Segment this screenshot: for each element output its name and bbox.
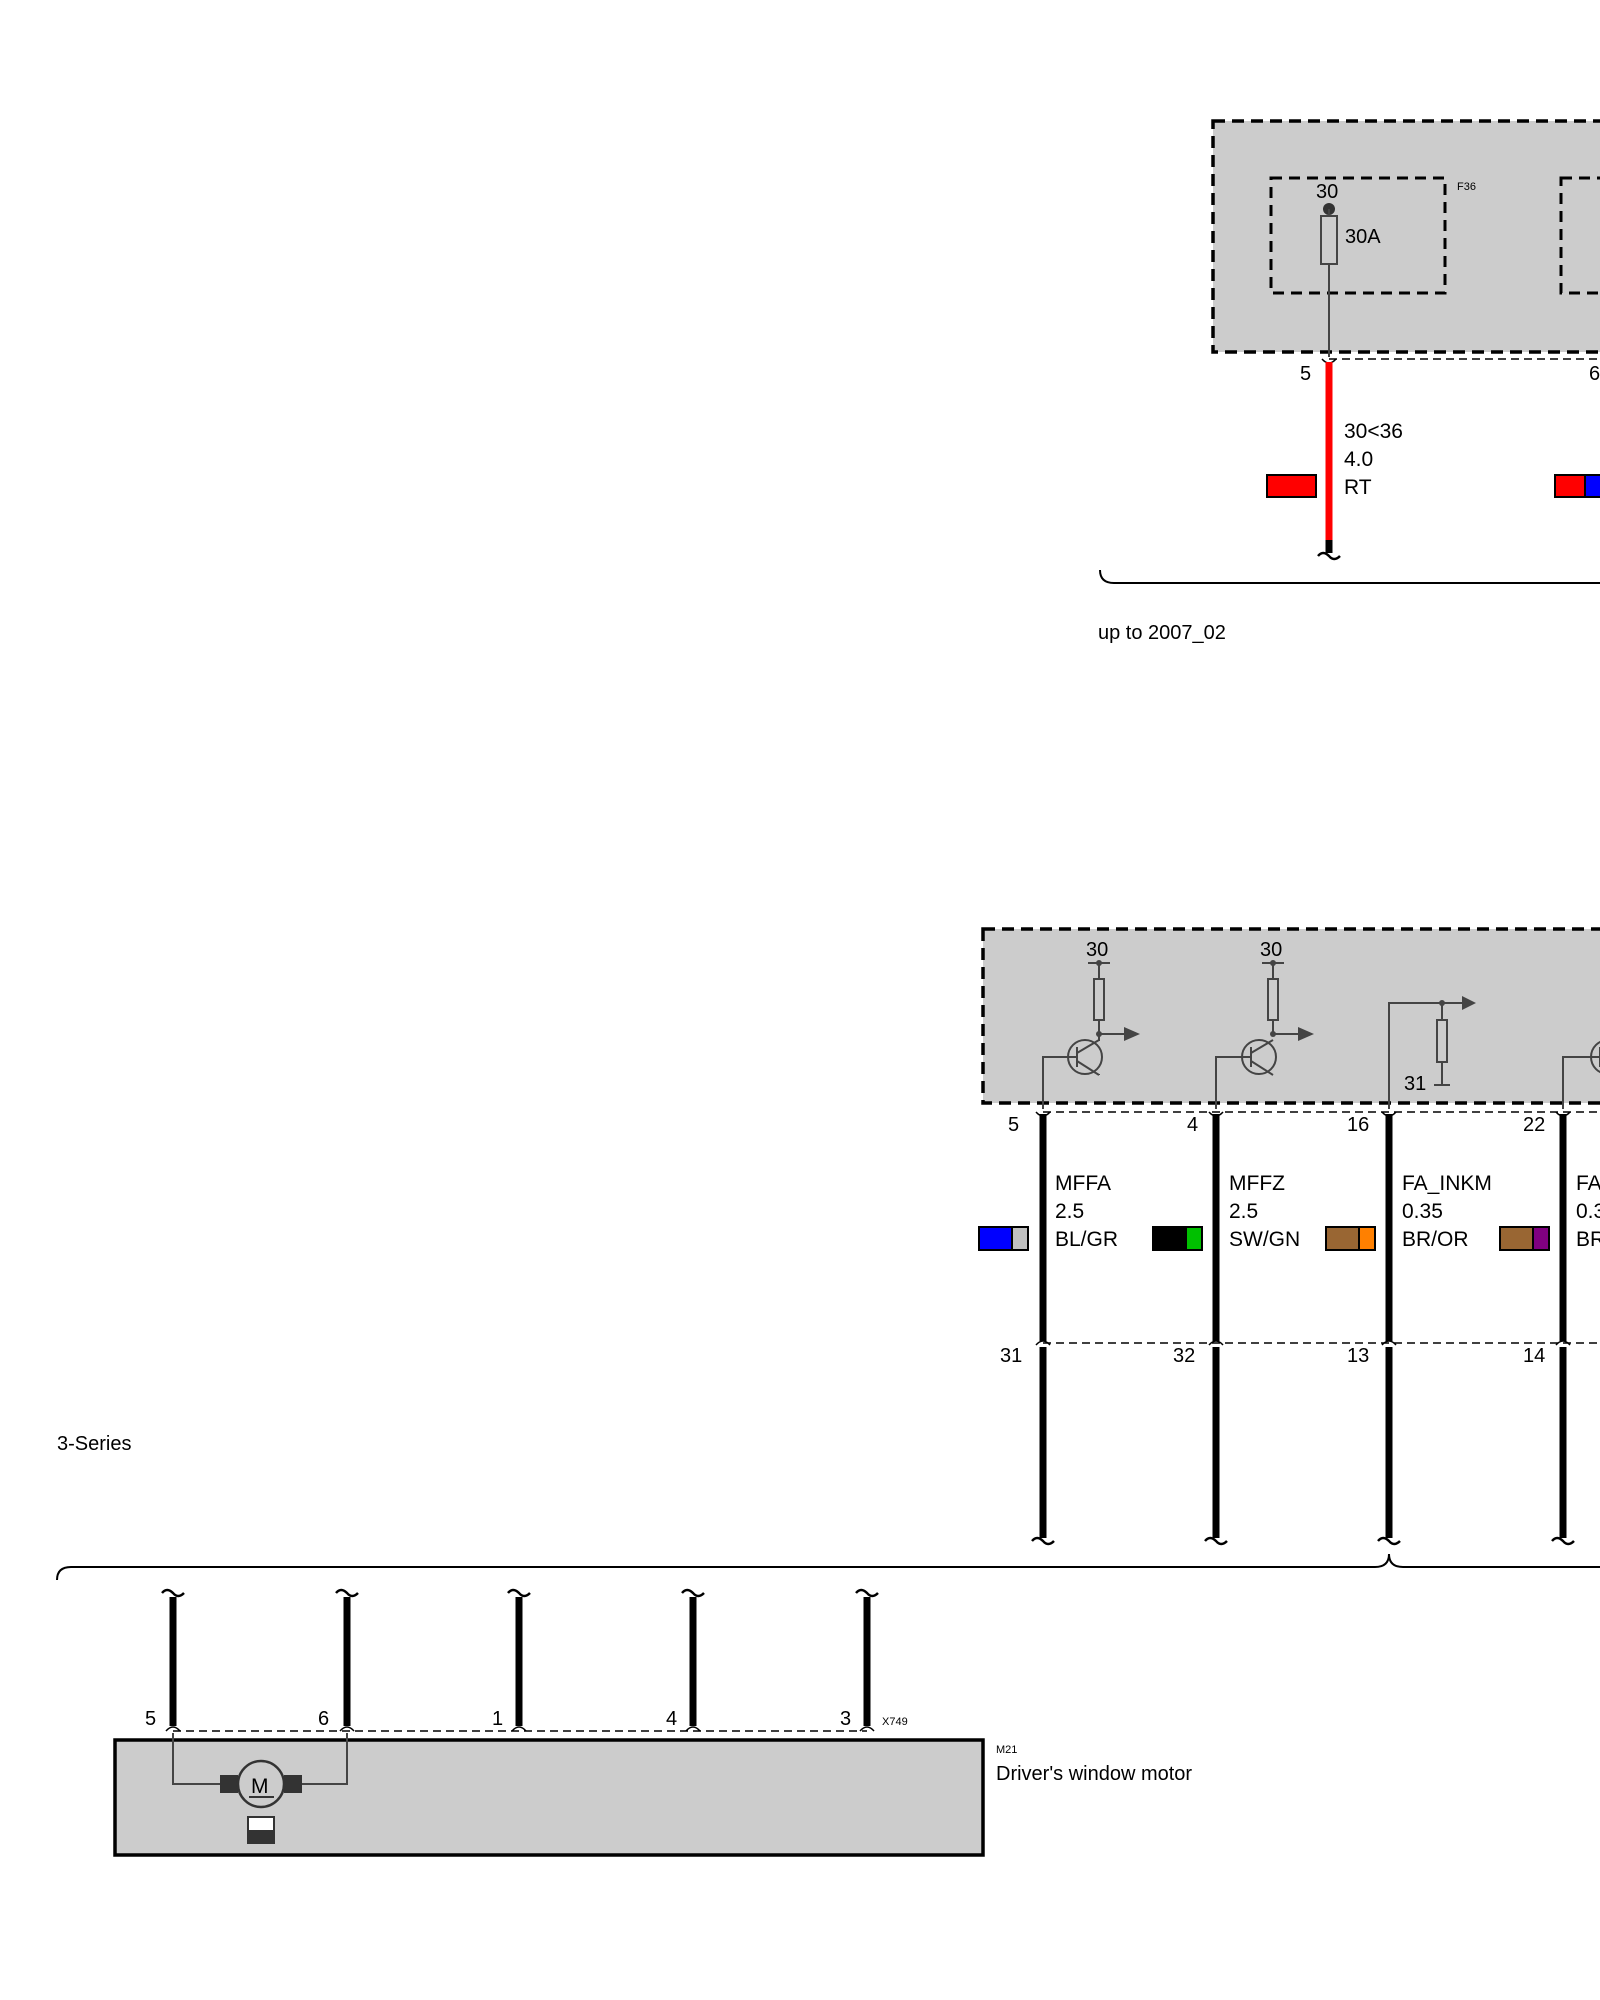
wire-mffa-gauge: 2.5 bbox=[1055, 1200, 1084, 1223]
wire-mffa-pin-bottom: 31 bbox=[1000, 1345, 1022, 1367]
wire-fa-color-code: BR bbox=[1576, 1228, 1600, 1251]
red-wire-break bbox=[1317, 551, 1341, 561]
top-fuse-module: F36 30 30A 5 6 30<36 4.0 RT up to 2007_0… bbox=[1098, 119, 1600, 644]
variant-label-top: up to 2007_02 bbox=[1098, 622, 1226, 644]
red-swatch bbox=[1266, 474, 1317, 498]
variant-bracket-top bbox=[1099, 569, 1600, 584]
motor-pin-label-5: 3 bbox=[840, 1708, 851, 1730]
wire-mffz-pin-top: 4 bbox=[1187, 1114, 1198, 1136]
supply-label-1: 30 bbox=[1086, 939, 1108, 961]
input-pulldown: 31 bbox=[1388, 996, 1476, 1109]
wire-fa: 22 14 FA 0.3 BR bbox=[1499, 1111, 1600, 1546]
top-pin-label-right: 6 bbox=[1589, 363, 1600, 385]
motor-symbol-letter: M bbox=[251, 1775, 269, 1798]
wire-mffa-signal: MFFA bbox=[1055, 1172, 1111, 1195]
middle-control-module: 30 30 bbox=[56, 927, 1600, 1581]
motor-pin-label-1: 5 bbox=[145, 1708, 156, 1730]
red-wire-color-code: RT bbox=[1344, 476, 1372, 499]
wire-mffa: 5 31 MFFA 2.5 BL/GR bbox=[978, 1111, 1118, 1546]
variant-bracket-mid bbox=[56, 1553, 1600, 1581]
fuse-symbol bbox=[1320, 215, 1338, 265]
transistor-driver-4-partial bbox=[1562, 1040, 1600, 1109]
motor-component-id: M21 bbox=[996, 1744, 1017, 1756]
wire-mffa-color-code: BL/GR bbox=[1055, 1228, 1118, 1251]
fuse-rating-label: 30A bbox=[1345, 226, 1381, 248]
supply-label-2: 30 bbox=[1260, 939, 1282, 961]
fuse-terminal-label: 30 bbox=[1316, 181, 1338, 203]
wire-fa-gauge: 0.3 bbox=[1576, 1200, 1600, 1223]
wire-mffz-signal: MFFZ bbox=[1229, 1172, 1285, 1195]
window-motor-module: 5 6 1 4 3 X749 M M21 Driver's window mot… bbox=[113, 1588, 1192, 1857]
control-module-outline bbox=[981, 927, 1600, 1105]
fuse-id-label: F36 bbox=[1457, 181, 1476, 193]
wire-fa-inkm-signal: FA_INKM bbox=[1402, 1172, 1492, 1195]
wire-fa-inkm: 16 13 FA_INKM 0.35 BR/OR bbox=[1325, 1111, 1492, 1546]
fuse-partial-outline bbox=[1559, 176, 1600, 295]
wire-fa-inkm-color-code: BR/OR bbox=[1402, 1228, 1469, 1251]
motor-connector-id: X749 bbox=[882, 1716, 908, 1728]
top-pin-label: 5 bbox=[1300, 363, 1311, 385]
transistor-driver-1: 30 bbox=[1042, 939, 1140, 1109]
wire-mffz-color-code: SW/GN bbox=[1229, 1228, 1300, 1251]
motor-icon: M bbox=[172, 1733, 348, 1844]
transistor-driver-2: 30 bbox=[1215, 939, 1314, 1109]
fuse-box-outline bbox=[1211, 119, 1600, 354]
wire-fa-inkm-pin-bottom: 13 bbox=[1347, 1345, 1369, 1367]
motor-pin-wires bbox=[161, 1588, 879, 1732]
wire-mffz-pin-bottom: 32 bbox=[1173, 1345, 1195, 1367]
wire-mffz: 4 32 MFFZ 2.5 SW/GN bbox=[1152, 1111, 1300, 1546]
wire-mffa-pin-top: 5 bbox=[1008, 1114, 1019, 1136]
ground-label: 31 bbox=[1404, 1073, 1426, 1095]
wire-fa-pin-top: 22 bbox=[1523, 1114, 1545, 1136]
motor-pin-label-3: 1 bbox=[492, 1708, 503, 1730]
variant-label-mid: 3-Series bbox=[57, 1433, 131, 1455]
motor-pin-label-4: 4 bbox=[666, 1708, 677, 1730]
wire-fa-inkm-pin-top: 16 bbox=[1347, 1114, 1369, 1136]
motor-component-name: Driver's window motor bbox=[996, 1763, 1192, 1785]
wire-fa-signal: FA bbox=[1576, 1172, 1600, 1195]
wire-fa-pin-bottom: 14 bbox=[1523, 1345, 1545, 1367]
motor-pin-label-2: 6 bbox=[318, 1708, 329, 1730]
wire-mffz-gauge: 2.5 bbox=[1229, 1200, 1258, 1223]
wire-fa-inkm-gauge: 0.35 bbox=[1402, 1200, 1443, 1223]
red-wire-gauge: 4.0 bbox=[1344, 448, 1373, 471]
red-blue-swatch bbox=[1554, 474, 1600, 498]
red-wire-signal: 30<36 bbox=[1344, 420, 1403, 443]
